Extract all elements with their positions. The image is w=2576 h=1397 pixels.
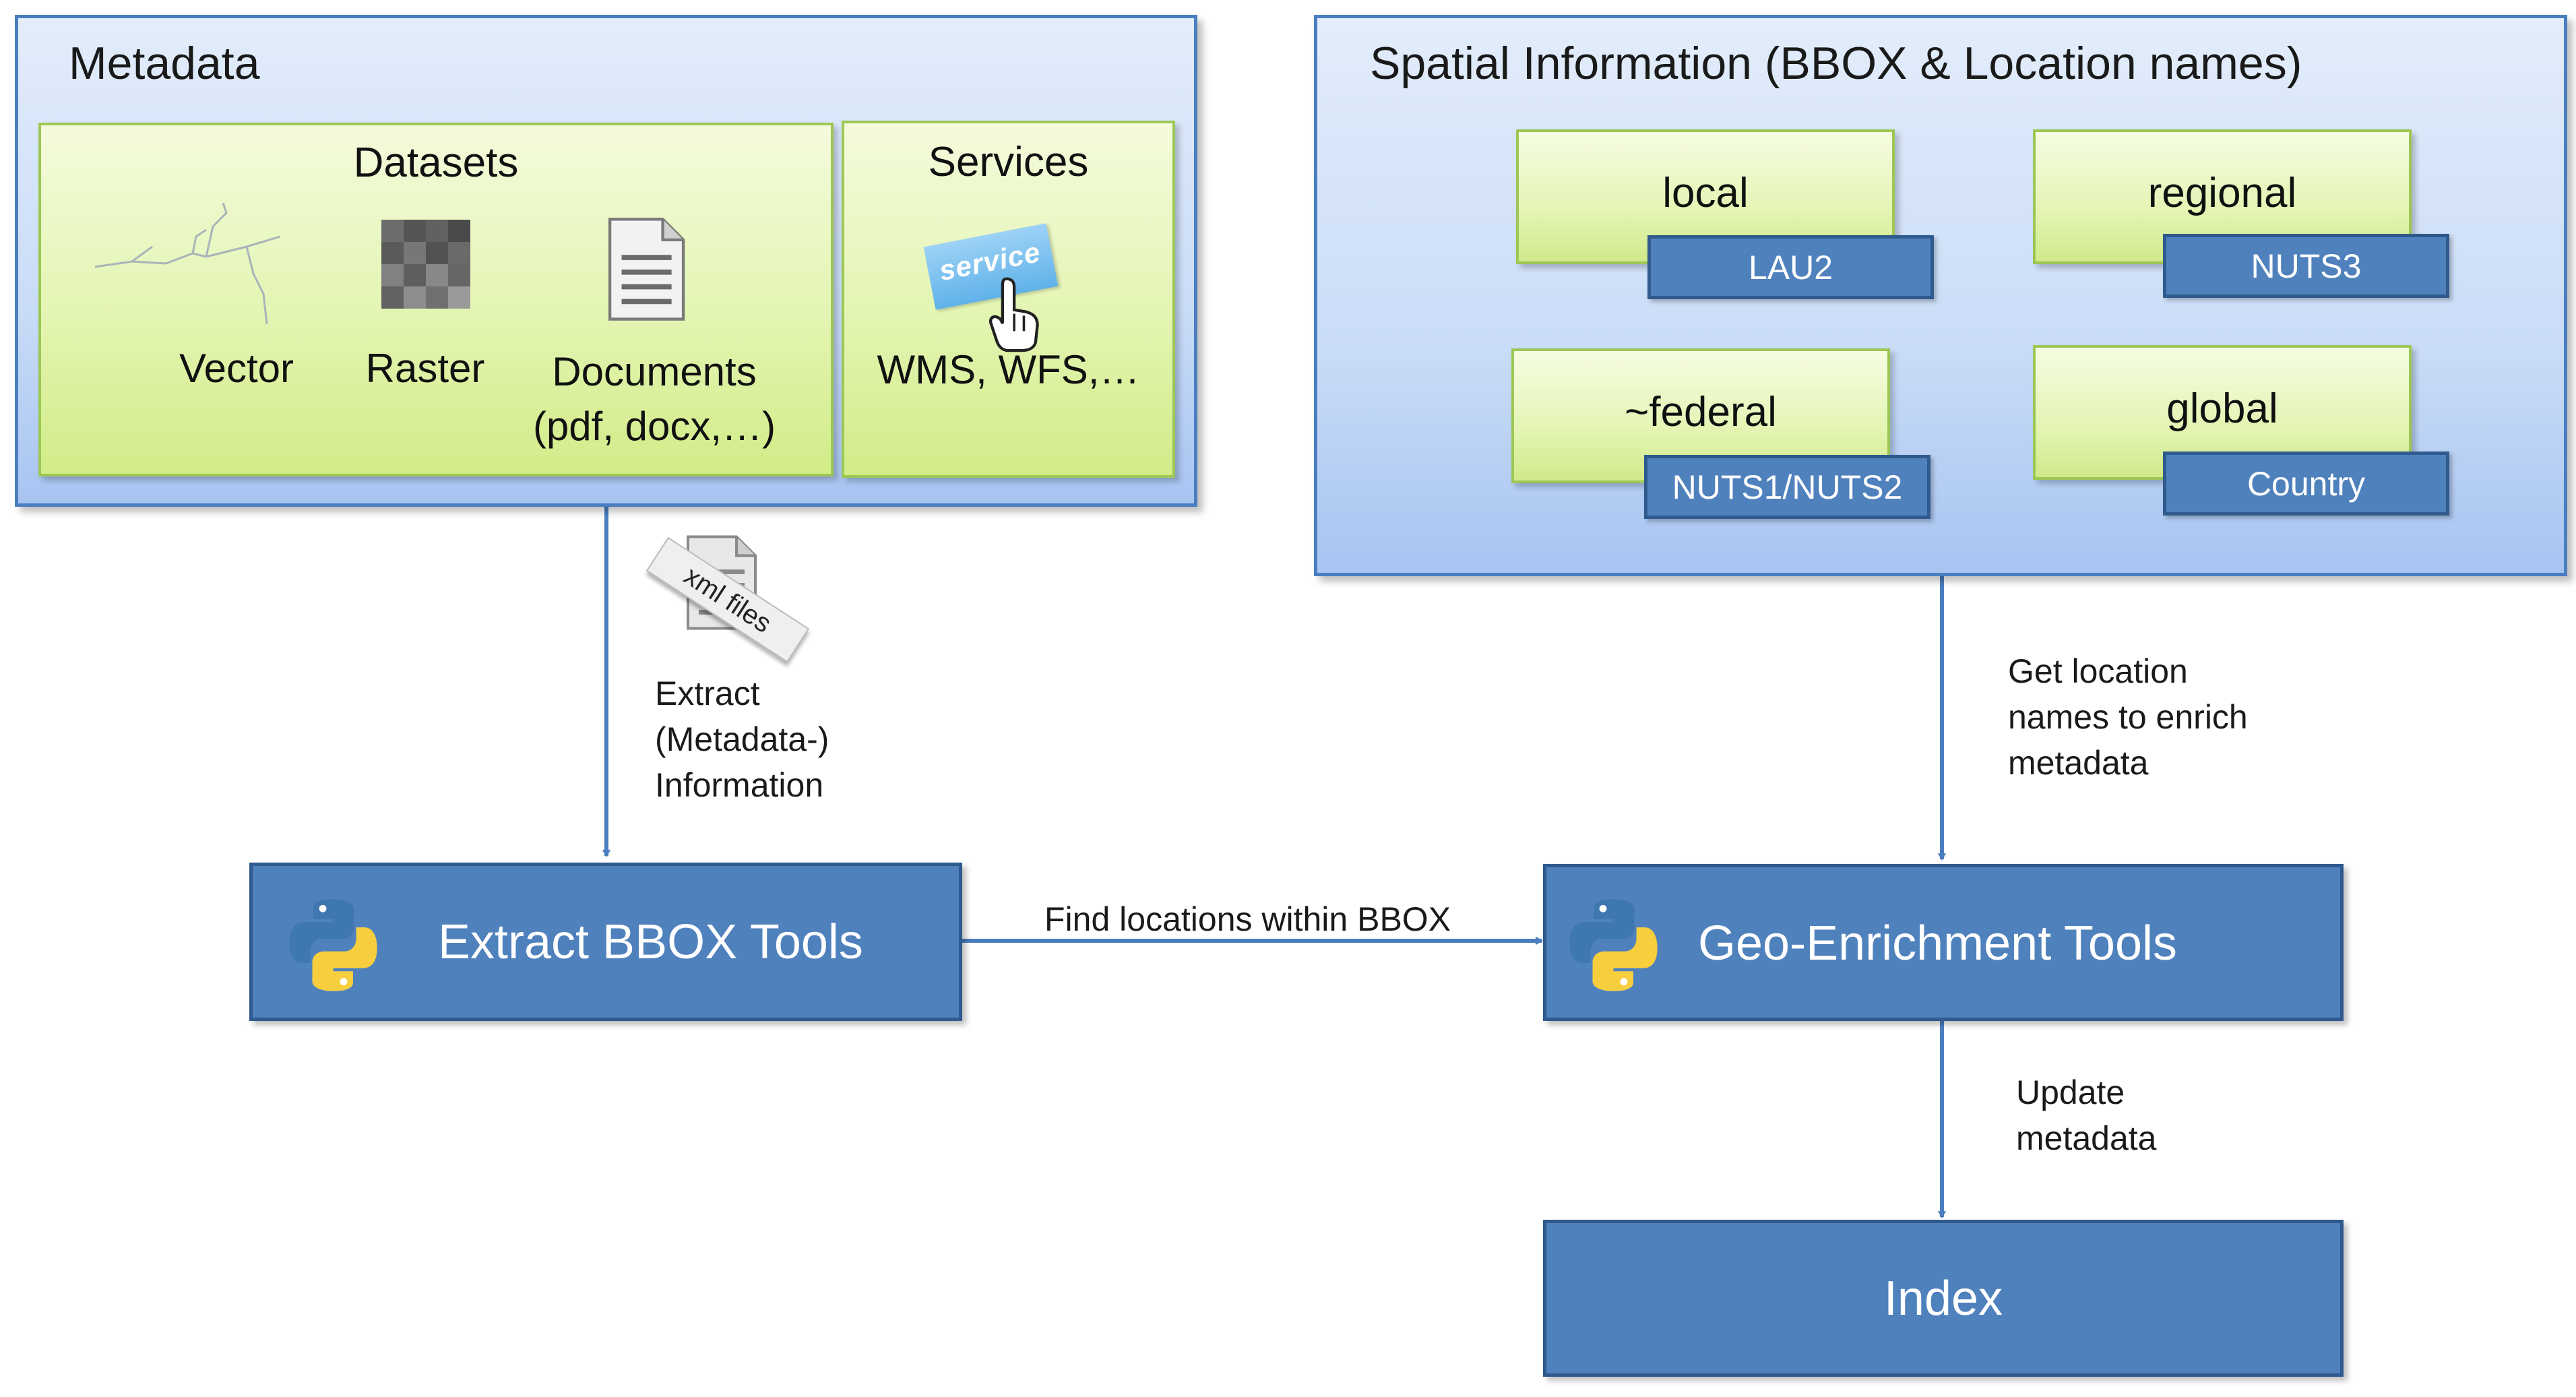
python-logo-icon — [289, 899, 377, 991]
raster-grid-icon — [381, 220, 470, 309]
edge-label-extract-info: Extract (Metadata-) Information — [655, 675, 829, 804]
level-code-badge: NUTS1/NUTS2 — [1644, 455, 1930, 519]
level-code-badge: NUTS3 — [2163, 234, 2449, 298]
vector-lines-icon — [94, 202, 281, 325]
datasets-title: Datasets — [353, 139, 519, 186]
level-code-badge: Country — [2163, 452, 2449, 516]
xml-files-icon: xml files — [643, 532, 819, 674]
services-box: Services service WMS, WFS,… — [842, 121, 1175, 478]
metadata-panel: Metadata Datasets — [15, 15, 1197, 507]
dataset-item-label: Vector — [179, 346, 294, 391]
document-icon — [608, 218, 685, 321]
index-box: Index — [1543, 1220, 2344, 1377]
level-name: global — [2166, 385, 2278, 432]
services-title: Services — [928, 139, 1089, 185]
spatial-panel-title: Spatial Information (BBOX & Location nam… — [1370, 38, 2302, 89]
level-name: ~federal — [1625, 389, 1777, 435]
edge-label-find-locations: Find locations within BBOX — [1044, 900, 1451, 938]
extract-bbox-tools-label: Extract BBOX Tools — [438, 915, 863, 969]
dataset-item-label: Raster — [365, 346, 485, 391]
extract-bbox-tools-box: Extract BBOX Tools — [249, 863, 962, 1021]
index-label: Index — [1883, 1271, 2003, 1326]
datasets-box: Datasets — [38, 123, 834, 476]
hand-cursor-icon — [988, 277, 1039, 352]
services-label: WMS, WFS,… — [877, 347, 1140, 392]
dataset-item-label: Documents (pdf, docx,…) — [532, 349, 776, 449]
geo-enrichment-tools-box: Geo-Enrichment Tools — [1543, 864, 2344, 1021]
edge-label-update: Update metadata — [2016, 1074, 2157, 1157]
spatial-info-panel: Spatial Information (BBOX & Location nam… — [1314, 15, 2567, 576]
level-name: regional — [2147, 170, 2297, 216]
level-code-badge: LAU2 — [1647, 235, 1934, 299]
level-name: local — [1662, 170, 1749, 216]
edge-label-get-names: Get location names to enrich metadata — [2008, 652, 2248, 782]
geo-enrichment-tools-label: Geo-Enrichment Tools — [1698, 917, 2177, 970]
metadata-panel-title: Metadata — [69, 38, 260, 89]
python-logo-icon — [1569, 899, 1658, 991]
